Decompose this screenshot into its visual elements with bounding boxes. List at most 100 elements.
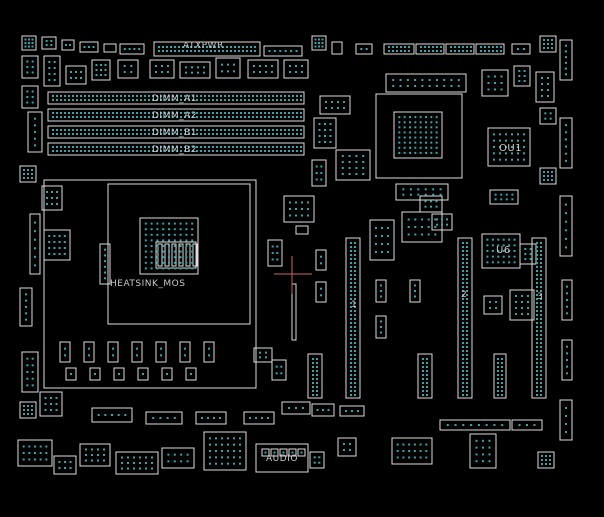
dimm-slot-3-pin bbox=[136, 133, 138, 135]
pch-chip-pad bbox=[435, 141, 438, 144]
component-pad bbox=[375, 227, 377, 229]
component-pad bbox=[428, 79, 431, 81]
cpu-socket-pad bbox=[150, 261, 153, 264]
dimm-slot-1-pin bbox=[140, 99, 142, 101]
component-pad bbox=[349, 443, 351, 445]
dimm-slot-1-pin bbox=[104, 99, 106, 101]
pch-chip-pad bbox=[430, 141, 433, 144]
component-pad bbox=[494, 193, 497, 196]
dimm-slot-1-pin bbox=[112, 95, 114, 97]
pcie-x1-slot-pin bbox=[422, 374, 424, 376]
component-pad bbox=[439, 188, 442, 191]
mount-hole-top-right-pad bbox=[551, 43, 553, 45]
dimm-slot-1-pin bbox=[216, 95, 218, 97]
header-vertical-pin bbox=[501, 358, 503, 360]
dimm-slot-2-pin bbox=[184, 116, 186, 118]
connector-pad bbox=[31, 60, 34, 63]
header-vertical-pin bbox=[316, 394, 318, 396]
component-pad bbox=[547, 89, 549, 91]
back-io-connector-pad bbox=[69, 461, 72, 463]
component-pad bbox=[488, 446, 491, 449]
component-pad bbox=[421, 218, 423, 221]
pcie-slot-1-pin bbox=[350, 382, 352, 384]
dimm-slot-2-pin bbox=[216, 116, 218, 118]
pcie-slot-2-pin bbox=[462, 350, 464, 352]
chip-pad bbox=[100, 74, 102, 76]
component-pad bbox=[265, 71, 267, 73]
mount-hole-pad bbox=[551, 175, 553, 177]
mount-hole-bottom-right-pad bbox=[541, 459, 543, 461]
chip-ou1-pad bbox=[505, 152, 507, 155]
dimm-slot-3-pin bbox=[180, 129, 182, 131]
dimm-slot-1-pin bbox=[204, 99, 206, 101]
chip-pad bbox=[301, 214, 303, 217]
component bbox=[103, 43, 117, 53]
component-pad bbox=[318, 129, 321, 131]
chip-u6-pad bbox=[497, 244, 500, 247]
pcie-slot-2-pin bbox=[462, 242, 464, 244]
component-pad bbox=[325, 101, 327, 103]
dimm-slot-4-pin bbox=[96, 150, 98, 152]
dimm-slot-4-pin bbox=[220, 146, 222, 148]
header-vertical-pin bbox=[497, 378, 499, 380]
component-pad bbox=[155, 71, 157, 73]
pcie-slot-1-pin bbox=[354, 262, 356, 264]
chip-ou1-pad bbox=[505, 146, 507, 148]
dimm-slot-2-pin bbox=[180, 112, 182, 114]
component-pad bbox=[280, 365, 283, 368]
header-usb-pin bbox=[428, 50, 430, 52]
header-vertical-pin bbox=[501, 378, 503, 380]
dimm-slot-1-pin bbox=[200, 95, 202, 97]
dimm-slot-3-pin bbox=[152, 129, 154, 131]
dimm-slot-4-pin bbox=[244, 150, 246, 152]
pcie-slot-2-pin bbox=[462, 250, 464, 252]
chip-ou1-pad bbox=[517, 146, 519, 148]
dimm-slot-4-pin bbox=[84, 150, 86, 152]
component-pad bbox=[392, 85, 395, 87]
component-pad bbox=[413, 443, 416, 446]
pcie-slot-3-pin bbox=[536, 278, 538, 280]
cpu-socket-pad bbox=[144, 261, 147, 264]
dimm-slot-3-pin bbox=[64, 133, 66, 135]
pcie-slot-3-pin bbox=[536, 254, 538, 256]
component-pad bbox=[505, 198, 508, 201]
connector-pad bbox=[53, 61, 56, 63]
chip-pad bbox=[53, 235, 56, 237]
chip-pad bbox=[53, 241, 56, 243]
chip-pad bbox=[301, 201, 303, 204]
audio-jack bbox=[270, 448, 279, 457]
component-pad bbox=[329, 135, 332, 137]
pcie-slot-1-pin bbox=[350, 322, 352, 324]
chip-pad bbox=[46, 197, 48, 199]
cpu-socket-pad bbox=[185, 222, 188, 225]
back-io-connector-pad bbox=[227, 443, 229, 446]
mosfet-column-pad bbox=[104, 271, 106, 274]
back-io-connector-pad bbox=[151, 467, 153, 470]
back-io-connector bbox=[203, 431, 247, 471]
connector-vertical-pad bbox=[565, 73, 567, 76]
header-vertical-pin bbox=[497, 358, 499, 360]
pcie-slot-3-pin bbox=[540, 370, 542, 372]
chip-ou1-pad bbox=[511, 158, 513, 161]
cpu-socket-pad bbox=[150, 239, 153, 242]
pcie-slot-2-pin bbox=[462, 274, 464, 276]
pcie-slot-2-pin bbox=[462, 358, 464, 360]
component-pad bbox=[318, 456, 321, 459]
pch-chip-pad bbox=[409, 141, 411, 144]
dimm-slot-2-pin bbox=[292, 116, 294, 118]
dimm-slot-1-pin bbox=[84, 95, 86, 97]
header-pad bbox=[88, 46, 90, 48]
atx-power-connector-pin bbox=[210, 50, 212, 52]
back-io-connector-pad bbox=[85, 454, 87, 456]
pcie-slot-2-label: 2 bbox=[461, 290, 468, 300]
audio-jack bbox=[261, 448, 270, 457]
dimm-slot-4-pin bbox=[272, 150, 274, 152]
back-io-connector-pad bbox=[239, 437, 241, 440]
atx-power-connector-pin bbox=[218, 50, 220, 52]
chip-pad bbox=[487, 88, 490, 91]
pch-chip-pad bbox=[414, 136, 417, 139]
connector-pad bbox=[48, 79, 51, 81]
component-pad bbox=[315, 172, 318, 174]
